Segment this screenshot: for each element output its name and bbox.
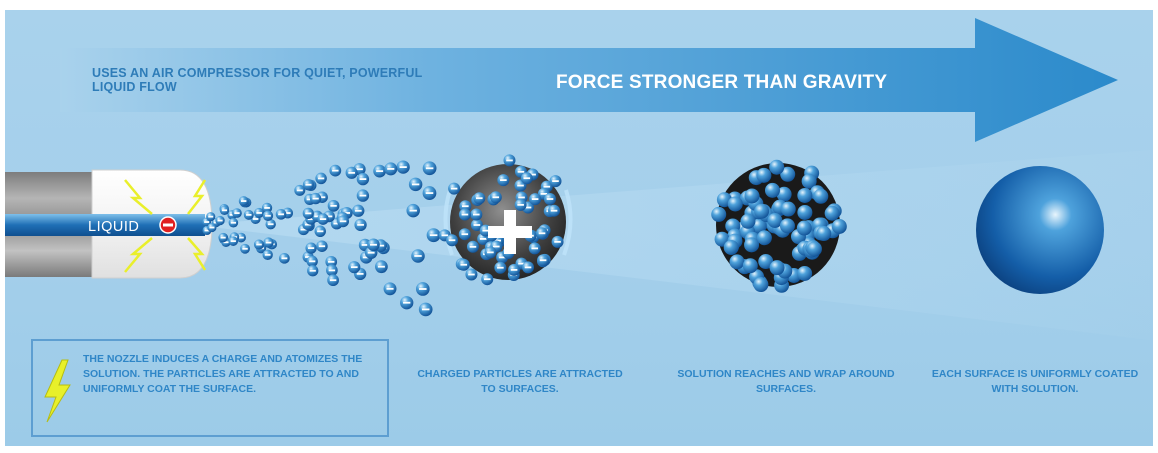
wrapped-surface-sphere bbox=[711, 159, 847, 293]
caption-solution-wraps: SOLUTION REACHES AND WRAP AROUND SURFACE… bbox=[677, 368, 895, 395]
coated-surface-sphere bbox=[976, 166, 1104, 294]
charged-surface-sphere bbox=[438, 154, 573, 286]
nozzle bbox=[5, 169, 213, 279]
arrow-title: FORCE STRONGER THAN GRAVITY bbox=[556, 72, 888, 93]
force-arrow bbox=[60, 18, 1118, 142]
info-box-text: THE NOZZLE INDUCES A CHARGE AND ATOMIZES… bbox=[83, 353, 363, 395]
charged-particles bbox=[202, 160, 441, 317]
spray-cone bbox=[195, 150, 1150, 340]
caption-charged-particles: CHARGED PARTICLES ARE ATTRACTED TO SURFA… bbox=[417, 368, 623, 395]
info-box bbox=[31, 339, 389, 437]
compressor-note: USES AN AIR COMPRESSOR FOR QUIET, POWERF… bbox=[92, 66, 423, 94]
caption-uniform-coat: EACH SURFACE IS UNIFORMLY COATED WITH SO… bbox=[931, 368, 1139, 395]
lightning-bolt-icon bbox=[44, 359, 71, 423]
liquid-label: LIQUID bbox=[88, 219, 140, 235]
